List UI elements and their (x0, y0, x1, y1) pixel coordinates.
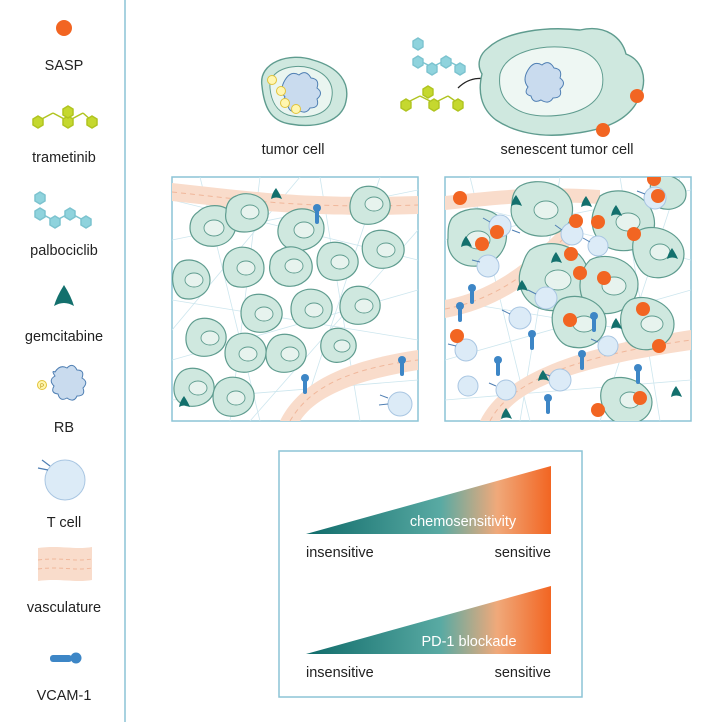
palbociclib-molecule (412, 37, 466, 76)
pd1-blockade-right-label: sensitive (495, 665, 551, 681)
legend-label-tcell: T cell (47, 515, 81, 531)
legend-label-rb: RB (54, 420, 74, 436)
rb-icon: P (37, 364, 87, 401)
legend: SASP trametinib palbociclib gemcitabine (25, 20, 103, 704)
panel-treated-tumor (444, 176, 692, 422)
chemosensitivity-gradient-bar (306, 466, 551, 534)
panel-untreated-tumor (171, 176, 419, 422)
legend-label-palbociclib: palbociclib (30, 243, 98, 259)
vcam-icon (50, 652, 82, 664)
palbociclib-icon (34, 191, 92, 229)
trametinib-icon (32, 105, 98, 129)
pd1-blockade-left-label: insensitive (306, 665, 374, 681)
legend-label-sasp: SASP (45, 58, 84, 74)
chemosensitivity-left-label: insensitive (306, 545, 374, 561)
trametinib-molecule (400, 85, 464, 112)
legend-label-trametinib: trametinib (32, 150, 96, 166)
legend-label-vcam: VCAM-1 (37, 688, 92, 704)
tcell-icon (37, 459, 86, 501)
pd1-blockade-gradient-bar (306, 586, 551, 654)
sasp-particle (630, 89, 644, 103)
chemosensitivity-label: chemosensitivity (410, 514, 517, 530)
sensitivity-gradient-box: chemosensitivity insensitive sensitive P… (278, 450, 583, 698)
legend-label-gemcitabine: gemcitabine (25, 329, 103, 345)
sasp-icon (56, 20, 72, 36)
rb-phospho-label: P (40, 384, 44, 390)
senescent-tumor-cell-label: senescent tumor cell (501, 142, 634, 158)
legend-label-vasculature: vasculature (27, 600, 101, 616)
tumor-cell-label: tumor cell (262, 142, 325, 158)
sasp-particle (596, 123, 610, 137)
tumor-cell-illustration (261, 56, 348, 127)
chemosensitivity-right-label: sensitive (495, 545, 551, 561)
senescent-tumor-cell-illustration (478, 28, 645, 137)
gemcitabine-icon (54, 285, 74, 306)
pd1-blockade-label: PD-1 blockade (421, 634, 516, 650)
vasculature-icon (37, 547, 93, 581)
